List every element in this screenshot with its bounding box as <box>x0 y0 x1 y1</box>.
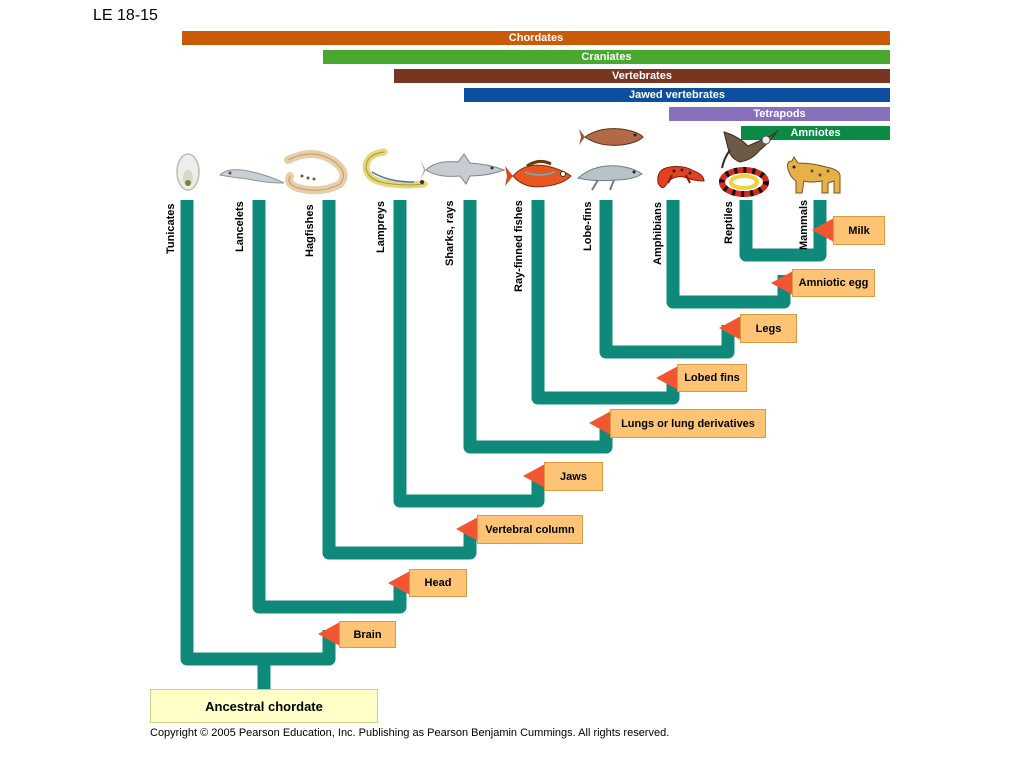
taxon-label-hagfishes: Hagfishes <box>304 204 316 257</box>
lungfish-icon <box>576 165 643 191</box>
trait-label: Milk <box>848 224 870 237</box>
trait-arrow-milk <box>812 218 834 242</box>
trait-arrow-legs <box>719 316 741 340</box>
trait-label: Head <box>424 577 452 589</box>
trait-box-vertebral-column: Vertebral column <box>477 515 583 544</box>
taxon-label-ray-finned-fishes: Ray-finned fishes <box>513 200 525 292</box>
trait-arrow-lobed-fins <box>656 366 678 390</box>
trait-box-head: Head <box>409 569 467 597</box>
clade-label: Vertebrates <box>612 69 672 82</box>
clade-bar-vertebrates: Vertebrates <box>394 69 890 83</box>
copyright-notice: Copyright © 2005 Pearson Education, Inc.… <box>150 727 670 739</box>
clade-bar-craniates: Craniates <box>323 50 890 64</box>
trait-box-lungs: Lungs or lung derivatives <box>610 409 766 438</box>
taxon-label-mammals: Mammals <box>798 199 810 250</box>
trait-label: Jaws <box>560 470 587 483</box>
taxon-label-amphibians: Amphibians <box>652 202 664 265</box>
hagfish-icon <box>284 150 348 195</box>
taxon-label-lobe-fins: Lobe-fins <box>582 201 594 252</box>
bobcat-icon <box>787 156 841 194</box>
clade-bar-jawed-vertebrates: Jawed vertebrates <box>464 88 890 102</box>
clade-label: Amniotes <box>790 126 841 139</box>
trait-box-brain: Brain <box>339 621 396 648</box>
taxon-label-sharks-rays: Sharks, rays <box>444 200 456 266</box>
trait-arrow-vertebral-column <box>456 517 478 541</box>
trait-label: Brain <box>353 628 382 641</box>
trait-box-amniotic-egg: Amniotic egg <box>792 269 875 297</box>
taxon-label-lampreys: Lampreys <box>375 201 387 253</box>
coelacanth-icon <box>579 128 644 146</box>
clade-label: Craniates <box>581 50 632 63</box>
clade-bar-amniotes: Amniotes <box>741 126 890 140</box>
bird-icon <box>721 129 779 169</box>
shark-icon <box>420 153 506 185</box>
trait-label: Legs <box>755 322 782 335</box>
snake-icon <box>719 167 769 197</box>
trait-arrow-jaws <box>523 464 545 488</box>
clade-label: Chordates <box>508 31 564 44</box>
trait-label: Lungs or lung derivatives <box>621 417 755 430</box>
tunicate-icon <box>176 153 200 191</box>
salamander-icon <box>657 166 705 189</box>
taxon-label-tunicates: Tunicates <box>165 203 177 254</box>
trait-arrow-head <box>388 571 410 595</box>
clade-bar-tetrapods: Tetrapods <box>669 107 890 121</box>
trait-box-legs: Legs <box>740 314 797 343</box>
trait-label: Lobed fins <box>684 372 740 384</box>
trait-label: Vertebral column <box>485 523 575 536</box>
trait-label: Amniotic egg <box>798 277 869 289</box>
slide-title: LE 18-15 <box>93 7 158 24</box>
clade-bar-chordates: Chordates <box>182 31 890 45</box>
clade-label: Jawed vertebrates <box>629 88 725 101</box>
lamprey-icon <box>362 148 428 189</box>
taxon-label-lancelets: Lancelets <box>234 201 246 252</box>
taxon-label-reptiles: Reptiles <box>723 201 735 244</box>
trait-arrow-amniotic-egg <box>771 271 793 295</box>
trait-arrow-lungs <box>589 411 611 435</box>
ancestral-chordate-box: Ancestral chordate <box>150 689 378 723</box>
trait-box-milk: Milk <box>833 216 885 245</box>
ray-finned-fish-icon <box>505 159 572 188</box>
trait-box-lobed-fins: Lobed fins <box>677 364 747 392</box>
trait-arrow-brain <box>318 622 340 646</box>
lancelet-icon <box>218 169 285 184</box>
clade-label: Tetrapods <box>753 107 806 120</box>
trait-box-jaws: Jaws <box>544 462 603 491</box>
